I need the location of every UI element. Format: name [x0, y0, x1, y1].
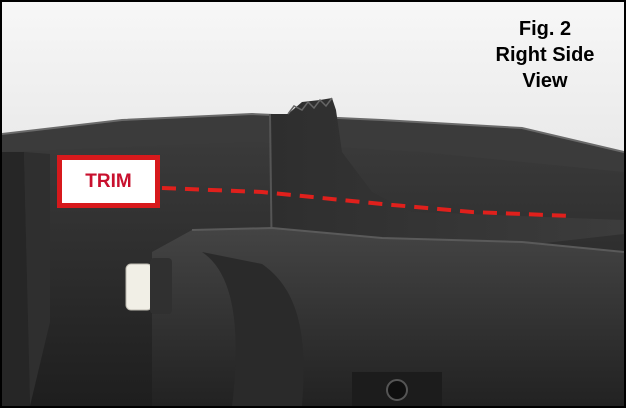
plug-cap	[150, 258, 172, 314]
figure-caption-line3: View	[522, 70, 568, 92]
trim-line	[161, 186, 573, 218]
trim-callout: TRIM	[57, 155, 160, 208]
figure-caption: Fig. 2 Right Side View	[480, 16, 610, 94]
figure-caption-line1: Fig. 2	[518, 18, 572, 40]
inner-curve	[202, 252, 304, 406]
lower-housing-highlight	[191, 226, 624, 253]
left-wall	[2, 152, 30, 406]
figure-caption-line2: Right Side	[495, 44, 595, 66]
fin-teeth	[287, 97, 333, 115]
connector-hole	[386, 379, 408, 401]
left-wall-inner	[24, 152, 50, 406]
fin	[270, 98, 624, 274]
white-plug	[125, 263, 153, 311]
trim-callout-label: TRIM	[85, 170, 132, 192]
